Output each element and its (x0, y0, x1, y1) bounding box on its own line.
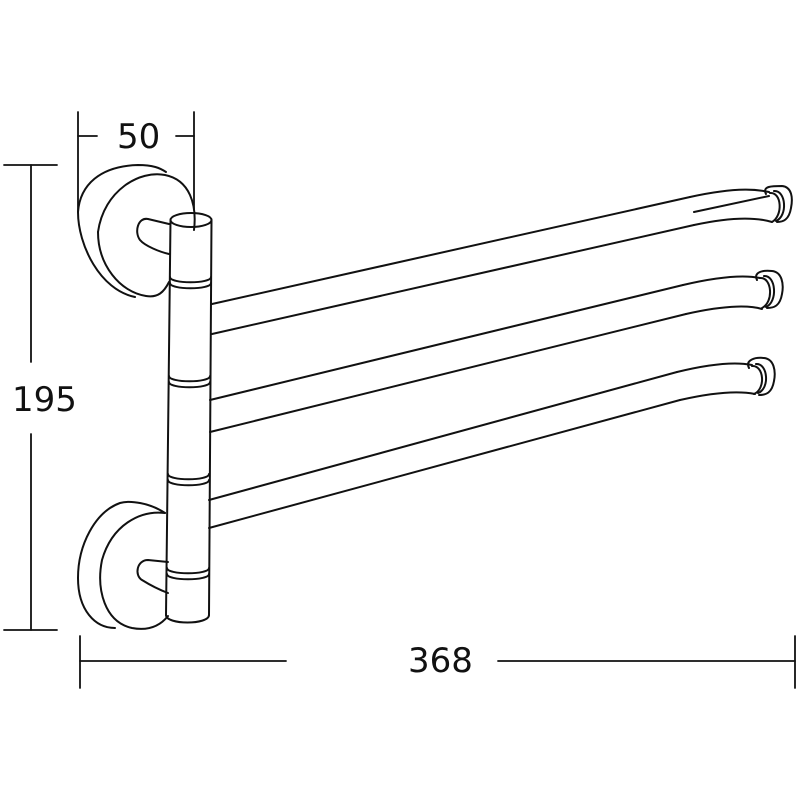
dimension-height (3, 164, 58, 631)
pivot-column (165, 212, 213, 624)
arm-end-cap-2 (755, 269, 784, 309)
dimension-length (79, 635, 796, 689)
wall-mount-lower (77, 500, 169, 630)
dimension-depth (77, 111, 195, 213)
arm-end-cap-3 (747, 356, 776, 396)
towel-arm-2 (209, 275, 763, 433)
towel-arm-1 (211, 188, 773, 335)
wall-mount-upper (77, 164, 196, 298)
arm-end-cap-1 (764, 185, 793, 223)
dimension-depth-label: 50 (113, 120, 165, 154)
dimension-length-label: 368 (404, 644, 477, 678)
towel-arm-3 (208, 362, 756, 529)
dimension-height-label: 195 (8, 383, 81, 417)
